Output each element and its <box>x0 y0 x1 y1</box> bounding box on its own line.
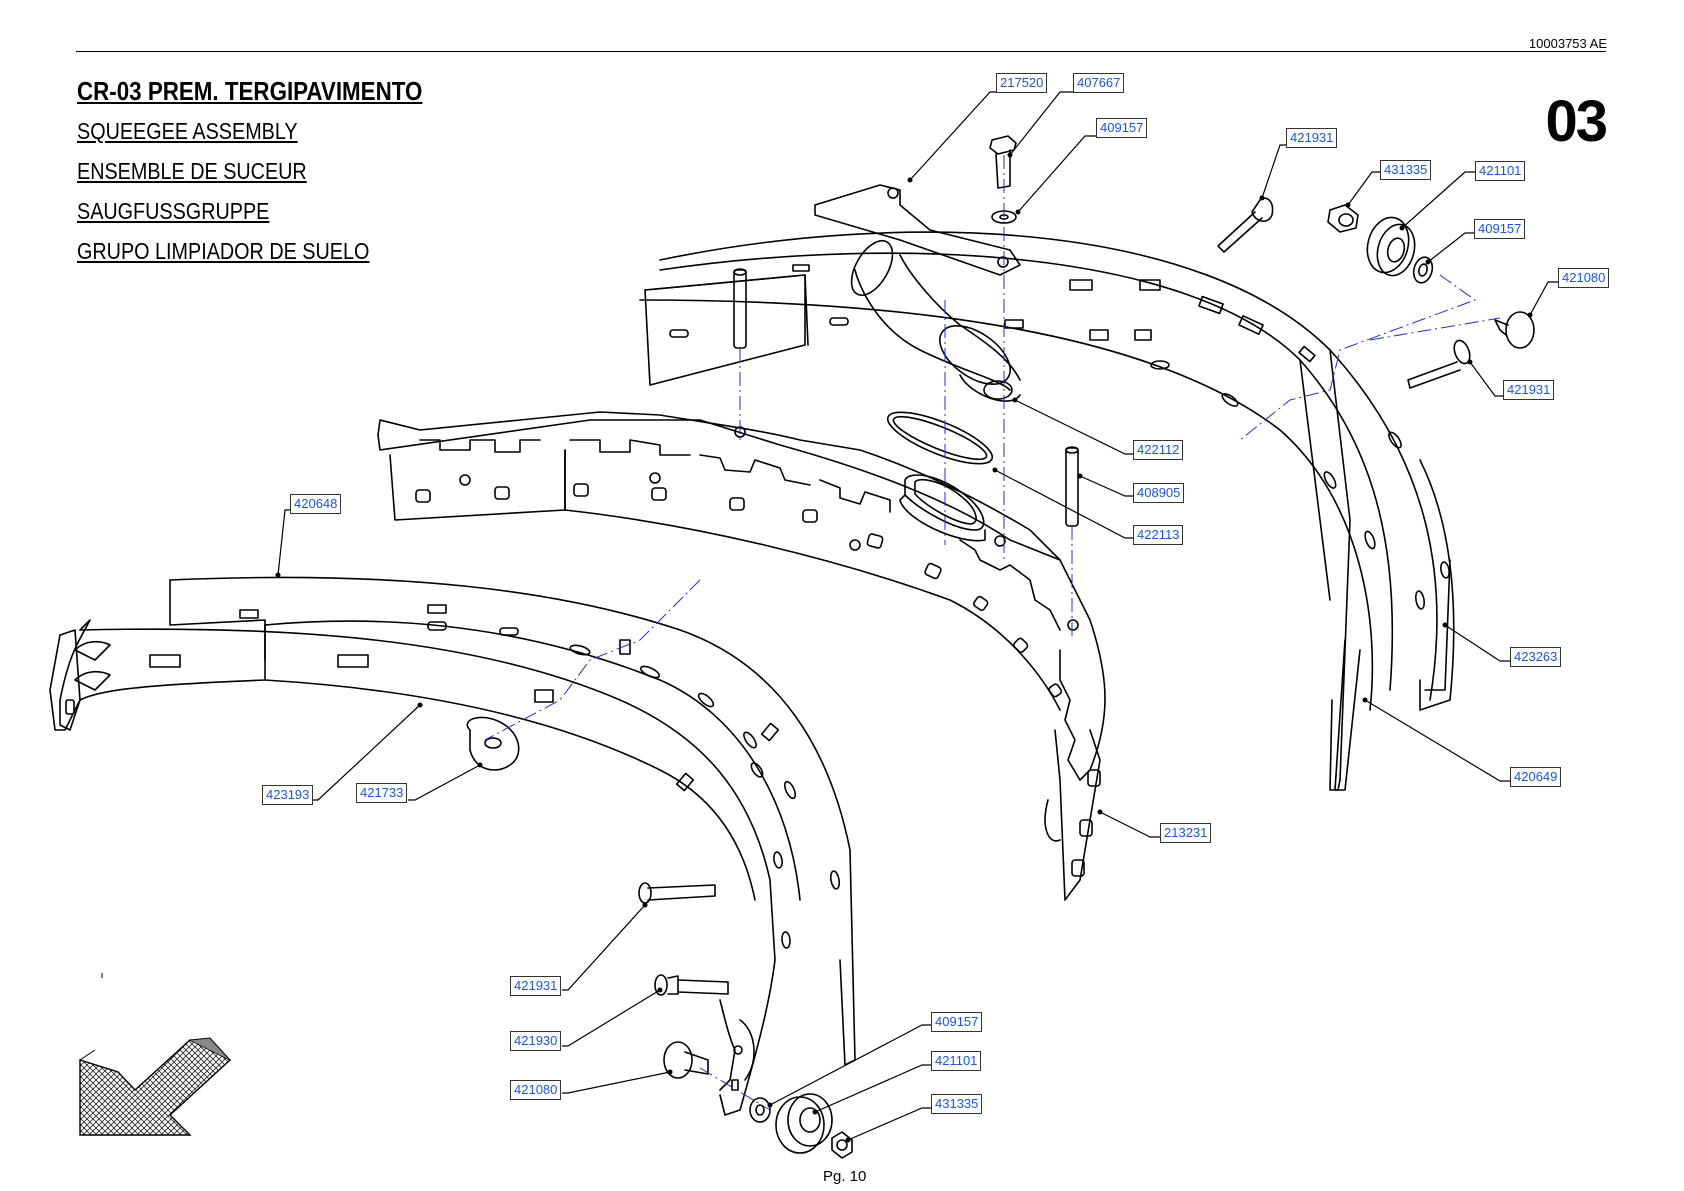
bolt-421931-rear-top <box>1217 197 1274 253</box>
page-code: 03 <box>1545 89 1607 154</box>
document-number: 10003753 AE <box>1528 36 1607 51</box>
suction-elbow-bracket <box>644 184 1021 402</box>
callout-217520[interactable]: 217520 <box>996 73 1048 93</box>
callout-422112[interactable]: 422112 <box>1133 440 1184 460</box>
nut-431335-rear <box>1327 204 1359 233</box>
callout-421080-rear[interactable]: 421080 <box>1558 268 1610 288</box>
page-title: CR-03 PREM. TERGIPAVIMENTO <box>77 76 423 106</box>
callout-407667[interactable]: 407667 <box>1073 73 1125 93</box>
rear-squeegee-frame <box>639 231 1455 791</box>
callout-421733[interactable]: 421733 <box>356 783 408 803</box>
forward-direction-arrow-icon <box>79 1037 232 1136</box>
bolt-421931-rear-mid <box>1407 339 1471 389</box>
washer-409157-front <box>749 1097 771 1123</box>
callout-421080-front[interactable]: 421080 <box>510 1080 562 1100</box>
bolt-421931-front <box>638 882 716 904</box>
callout-leaders <box>277 91 1558 1141</box>
subtitle-fr: ENSEMBLE DE SUCEUR <box>77 158 307 184</box>
callout-431335-front[interactable]: 431335 <box>931 1094 983 1114</box>
leader-arrowheads <box>275 152 1533 1143</box>
nut-431335-front <box>831 1131 853 1159</box>
callout-213231[interactable]: 213231 <box>1160 823 1212 843</box>
knob-421733 <box>466 716 520 771</box>
bolt-407667 <box>989 135 1017 224</box>
gasket-422112 <box>886 411 994 465</box>
callout-421931-top[interactable]: 421931 <box>1286 128 1338 148</box>
callout-421930[interactable]: 421930 <box>510 1031 562 1051</box>
callout-420648[interactable]: 420648 <box>290 494 342 514</box>
callout-423263[interactable]: 423263 <box>1510 647 1562 667</box>
callout-409157-front[interactable]: 409157 <box>931 1012 983 1032</box>
bolt-421930-front <box>654 974 729 996</box>
callout-420649[interactable]: 420649 <box>1510 767 1562 787</box>
pin-408905-front <box>1065 446 1079 527</box>
header-rule <box>76 51 1606 52</box>
callout-423193[interactable]: 423193 <box>262 785 314 805</box>
gasket-422113 <box>899 474 986 542</box>
washer-409157-rear <box>1412 256 1434 284</box>
front-squeegee-frame <box>49 576 856 1116</box>
callout-408905[interactable]: 408905 <box>1133 483 1185 503</box>
pin-421080-rear <box>1494 311 1535 349</box>
pin-421080-front <box>663 1041 709 1079</box>
page-number: Pg. 10 <box>823 1168 867 1185</box>
wheel-421101-rear <box>1366 216 1416 277</box>
callout-431335-rear[interactable]: 431335 <box>1380 160 1432 180</box>
subtitle-en: SQUEEGEE ASSEMBLY <box>77 118 298 144</box>
squeegee-blade-carrier <box>377 411 1106 901</box>
subtitle-es: GRUPO LIMPIADOR DE SUELO <box>77 238 370 264</box>
assembly-centerlines <box>484 155 1501 1111</box>
callout-421101-front[interactable]: 421101 <box>931 1051 982 1071</box>
callout-421931-rear[interactable]: 421931 <box>1503 380 1555 400</box>
subtitle-de: SAUGFUSSGRUPPE <box>77 198 270 224</box>
callout-409157-top[interactable]: 409157 <box>1096 118 1148 138</box>
callout-422113[interactable]: 422113 <box>1133 525 1184 545</box>
callout-421931-front[interactable]: 421931 <box>510 976 562 996</box>
callout-421101-rear[interactable]: 421101 <box>1475 161 1526 181</box>
wheel-421101-front <box>775 1093 833 1154</box>
callout-409157-rear[interactable]: 409157 <box>1474 219 1526 239</box>
